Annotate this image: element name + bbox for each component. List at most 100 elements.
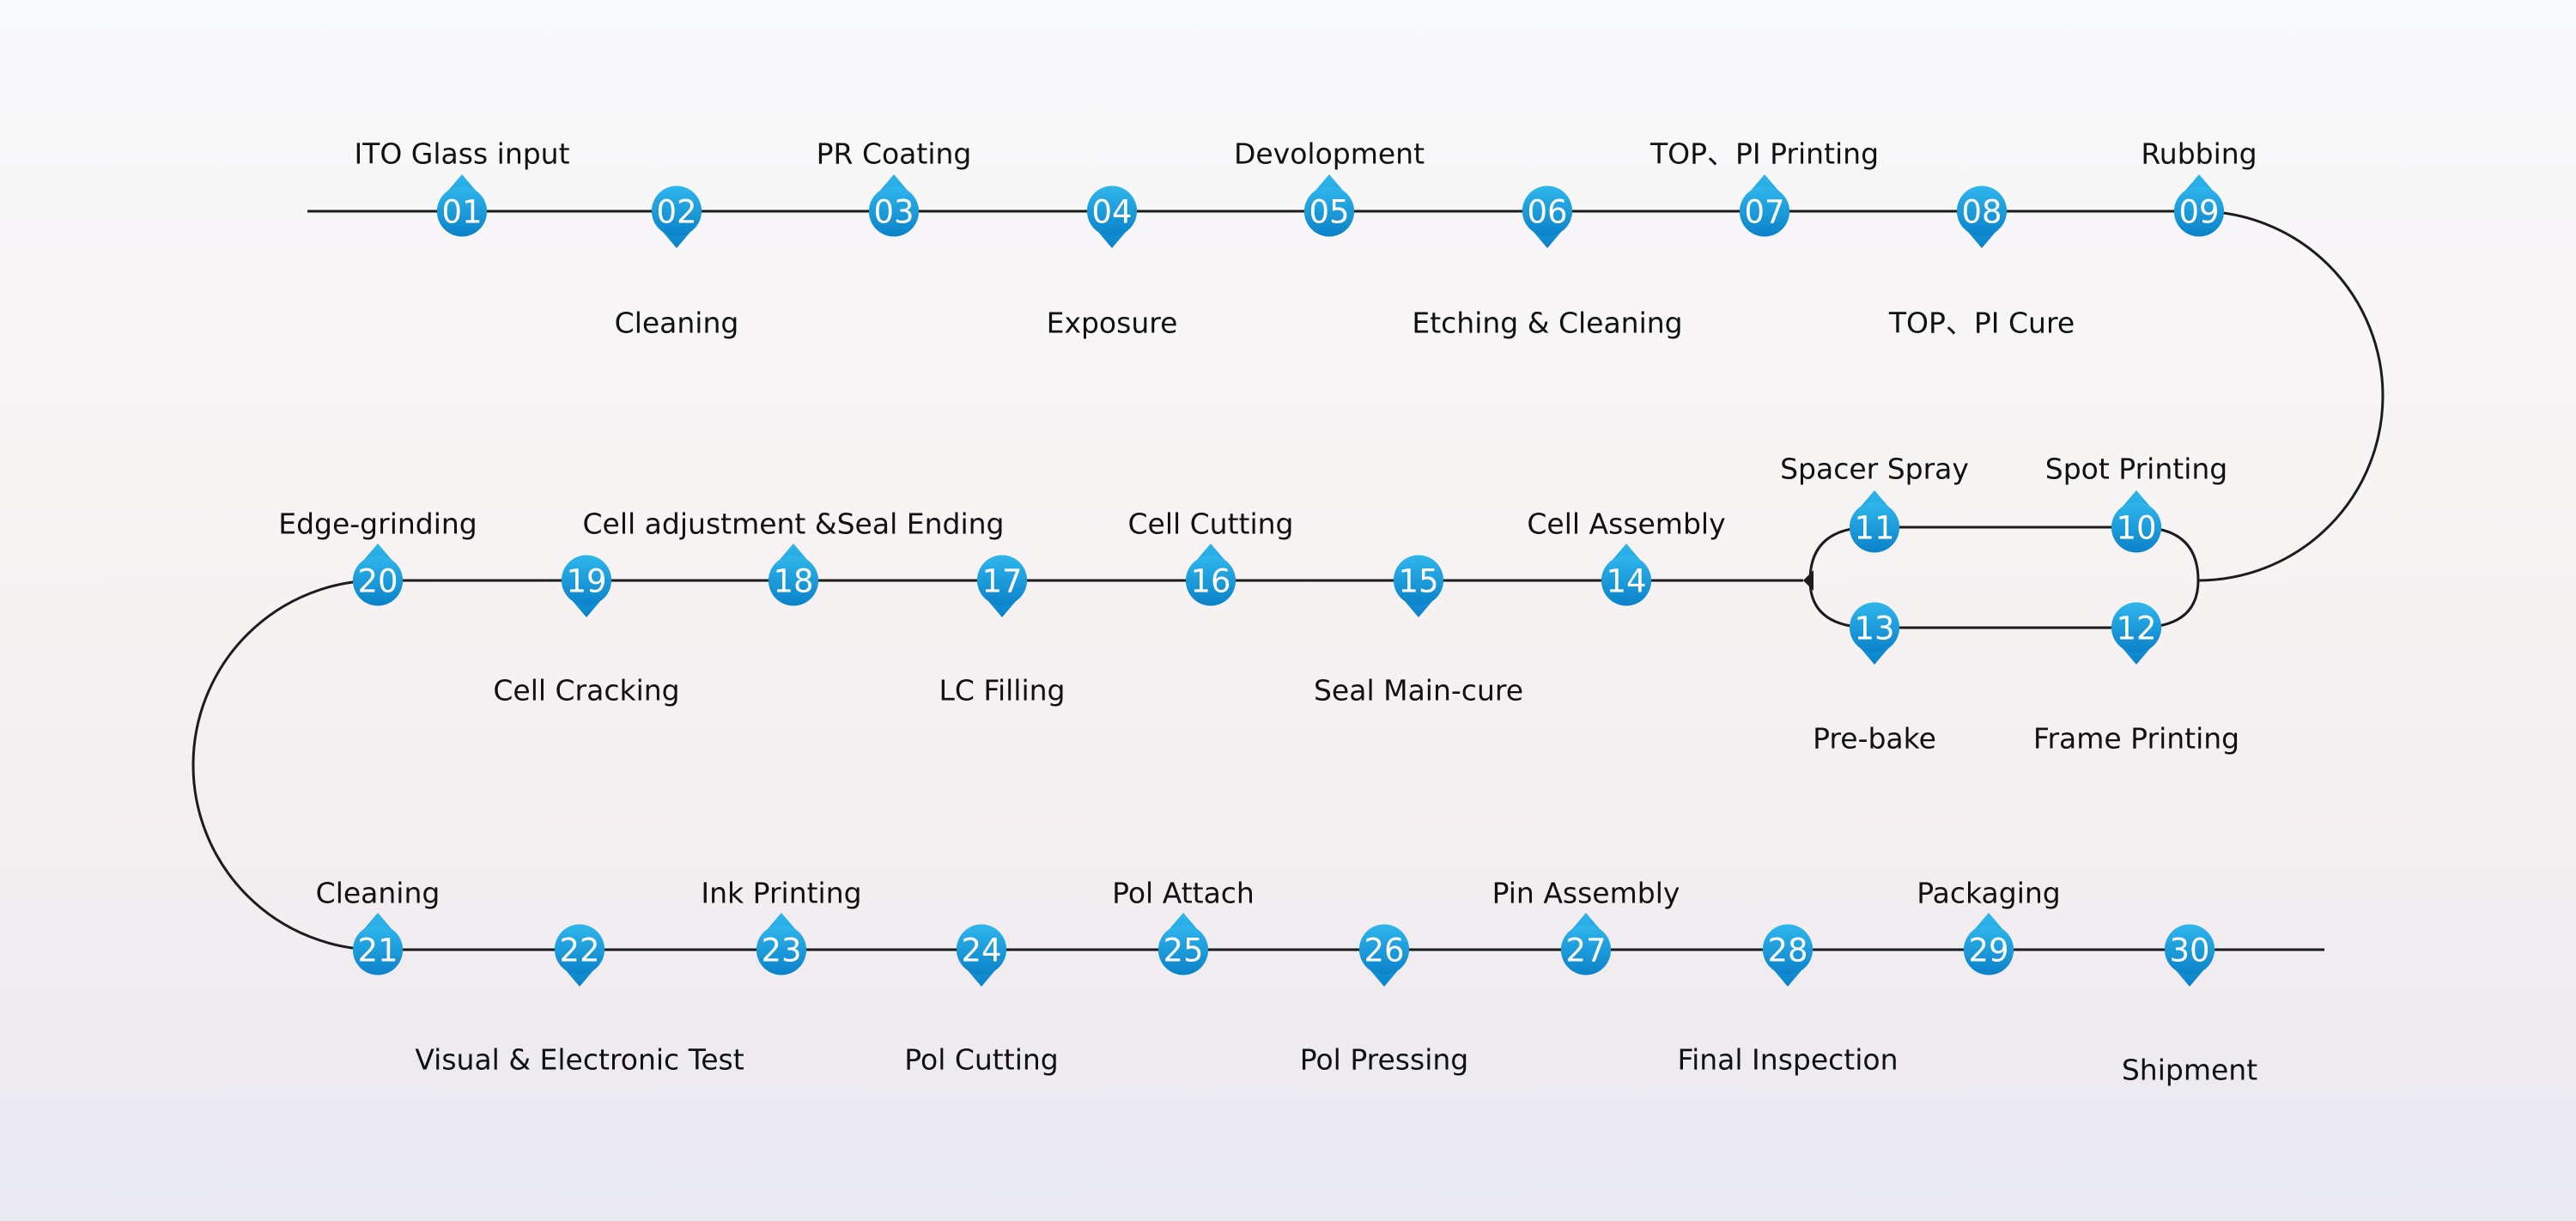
step-number: 16 <box>1190 563 1230 600</box>
step-marker-body <box>2111 502 2161 552</box>
step-marker-body <box>437 186 487 236</box>
step-label-10: Spot Printing <box>2045 453 2227 486</box>
step-marker-body <box>555 925 605 975</box>
step-node-08: 08 <box>1957 185 2007 248</box>
step-label-04: Exposure <box>1047 307 1178 340</box>
step-number: 28 <box>1767 932 1807 969</box>
step-label-15: Seal Main-cure <box>1314 674 1523 708</box>
merge-arrow-icon <box>1803 570 1814 591</box>
step-number: 09 <box>2178 194 2219 231</box>
step-label-01: ITO Glass input <box>354 137 569 171</box>
loop-left-lower <box>1808 580 2200 629</box>
step-number: 05 <box>1309 194 1349 231</box>
step-marker-body <box>1522 186 1572 236</box>
step-label-17: LC Filling <box>939 674 1065 708</box>
step-number: 24 <box>961 932 1001 969</box>
step-label-09: Rubbing <box>2141 137 2257 171</box>
step-marker-body <box>1561 925 1611 975</box>
step-label-22: Visual & Electronic Test <box>415 1043 744 1077</box>
step-node-27: 27 <box>1561 913 1611 975</box>
step-number: 25 <box>1163 932 1203 969</box>
step-number: 08 <box>1961 194 2002 231</box>
step-node-01: 01 <box>436 174 487 237</box>
step-number: 19 <box>566 563 606 600</box>
step-label-20: Edge-grinding <box>278 507 477 541</box>
step-marker-body <box>1394 556 1443 605</box>
step-node-02: 02 <box>651 185 702 248</box>
step-marker-body <box>353 925 403 975</box>
step-number: 03 <box>873 194 914 231</box>
step-label-29: Packaging <box>1917 877 2061 910</box>
step-node-03: 03 <box>869 174 920 237</box>
step-marker-body <box>562 556 611 605</box>
step-label-25: Pol Attach <box>1112 877 1255 910</box>
step-number: 14 <box>1606 563 1646 600</box>
step-marker-body <box>1850 502 1899 552</box>
step-node-24: 24 <box>957 924 1006 987</box>
step-number: 10 <box>2116 510 2156 547</box>
step-marker-body <box>652 186 702 236</box>
step-label-08: TOP、PI Cure <box>1888 307 2075 340</box>
step-node-17: 17 <box>977 555 1027 617</box>
step-marker-body <box>353 556 403 605</box>
step-marker-body <box>1740 186 1789 236</box>
step-label-06: Etching & Cleaning <box>1412 307 1682 340</box>
step-node-30: 30 <box>2165 924 2215 987</box>
step-node-29: 29 <box>1963 913 2014 975</box>
step-marker-body <box>1763 925 1813 975</box>
step-node-11: 11 <box>1850 490 1899 553</box>
step-marker-body <box>1601 556 1651 605</box>
step-number: 06 <box>1527 194 1567 231</box>
step-marker-body <box>1186 556 1236 605</box>
step-marker-body <box>1957 186 2007 236</box>
step-marker-body <box>1158 925 1208 975</box>
step-number: 30 <box>2169 932 2209 969</box>
step-node-07: 07 <box>1739 174 1790 237</box>
flow-connectors <box>191 210 2385 951</box>
step-node-04: 04 <box>1087 185 1137 248</box>
step-label-13: Pre-bake <box>1813 722 1936 756</box>
step-number: 18 <box>773 563 813 600</box>
step-marker-body <box>2111 603 2161 653</box>
step-node-23: 23 <box>756 913 807 975</box>
step-marker-body <box>1304 186 1354 236</box>
step-marker-body <box>769 556 818 605</box>
step-marker-body <box>1359 925 1409 975</box>
step-node-10: 10 <box>2111 490 2162 553</box>
step-label-21: Cleaning <box>316 877 440 910</box>
step-number: 22 <box>559 932 599 969</box>
step-node-28: 28 <box>1763 924 1813 987</box>
step-node-14: 14 <box>1601 544 1652 606</box>
step-node-19: 19 <box>562 555 611 617</box>
step-number: 13 <box>1854 610 1894 647</box>
step-number: 27 <box>1565 932 1606 969</box>
step-node-18: 18 <box>768 544 818 606</box>
step-marker-body <box>756 925 806 975</box>
step-label-07: TOP、PI Printing <box>1649 137 1879 171</box>
step-number: 15 <box>1398 563 1438 600</box>
step-marker-body <box>2174 186 2224 236</box>
step-node-15: 15 <box>1394 555 1443 617</box>
step-label-23: Ink Printing <box>701 877 861 910</box>
step-number: 23 <box>761 932 801 969</box>
step-number: 26 <box>1364 932 1404 969</box>
step-number: 02 <box>656 194 696 231</box>
step-number: 04 <box>1091 194 1132 231</box>
step-marker-body <box>1850 603 1899 653</box>
step-marker-body <box>977 556 1027 605</box>
step-marker-body <box>1964 925 2014 975</box>
step-node-22: 22 <box>555 924 605 987</box>
step-node-26: 26 <box>1359 924 1409 987</box>
step-marker-body <box>957 925 1006 975</box>
step-number: 29 <box>1968 932 2008 969</box>
step-marker-body <box>869 186 919 236</box>
step-label-16: Cell Cutting <box>1127 507 1293 541</box>
step-node-12: 12 <box>2111 602 2162 665</box>
step-marker-body <box>1087 186 1137 236</box>
step-label-24: Pol Cutting <box>904 1043 1058 1077</box>
step-node-06: 06 <box>1522 185 1573 248</box>
step-number: 20 <box>357 563 398 600</box>
step-label-02: Cleaning <box>615 307 739 340</box>
step-label-28: Final Inspection <box>1678 1043 1899 1077</box>
